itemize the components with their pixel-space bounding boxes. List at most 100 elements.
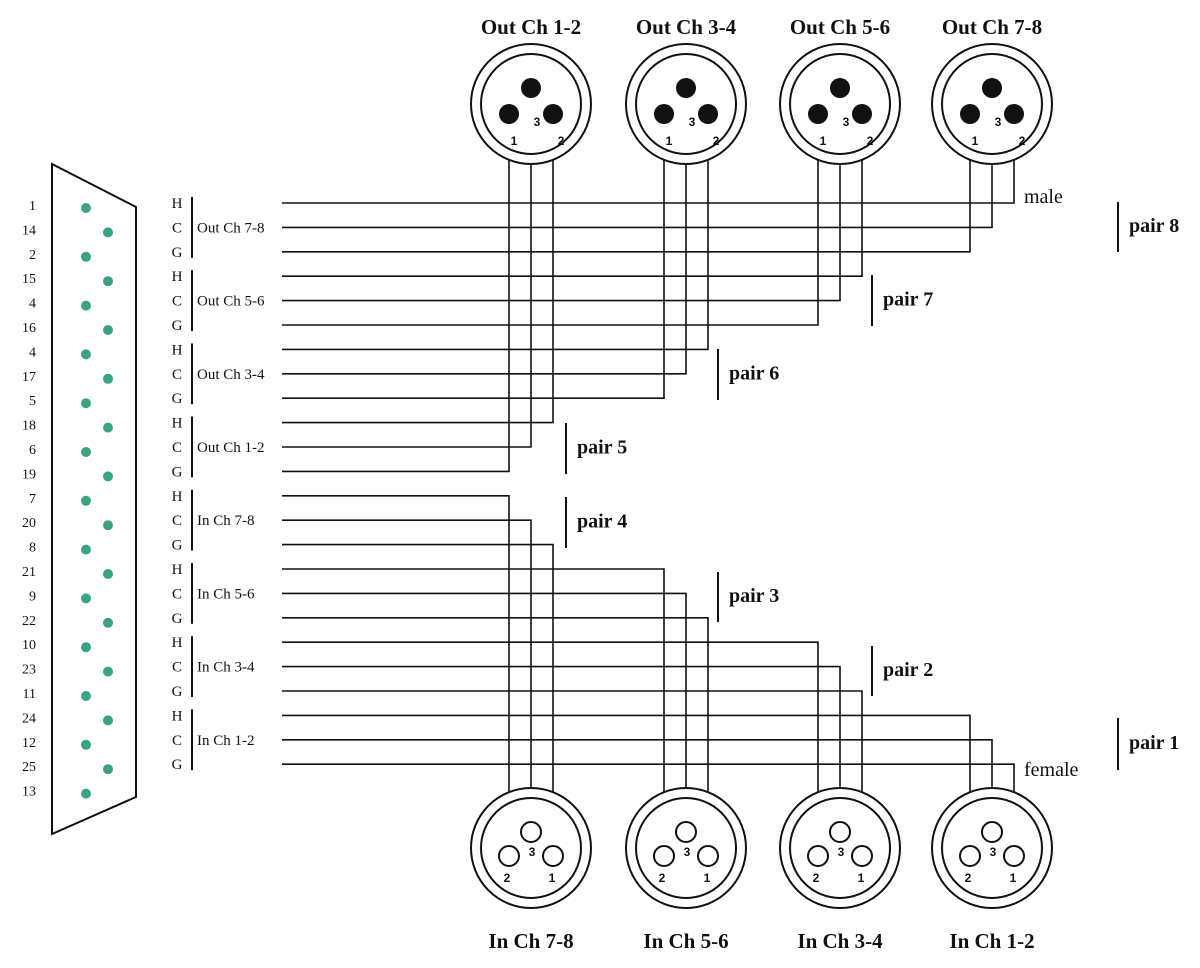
connector-title: In Ch 7-8 xyxy=(488,929,573,953)
db25-pin-number: 13 xyxy=(22,785,36,800)
wire-path xyxy=(282,568,665,856)
wire-letter: H xyxy=(172,416,183,432)
wire-letter: C xyxy=(172,660,182,676)
db25-pin-number: 15 xyxy=(22,272,36,287)
pin-1 xyxy=(808,104,828,124)
db25-pin-dot xyxy=(81,642,91,653)
wire-letter: H xyxy=(172,708,183,724)
connector-inner-ring xyxy=(480,797,582,899)
connector-inner-ring xyxy=(635,797,737,899)
db25-pin-dot xyxy=(81,447,91,457)
socket-1 xyxy=(1003,845,1025,867)
db25-pin-number: 20 xyxy=(22,516,36,531)
pin-1 xyxy=(960,104,980,124)
wire-letter: G xyxy=(172,318,183,334)
connector-inner-ring xyxy=(789,797,891,899)
pin-number-3: 3 xyxy=(995,115,1002,129)
pin-3 xyxy=(676,78,696,98)
db25-pin-dot xyxy=(81,495,91,506)
pin-number-2: 2 xyxy=(558,134,565,148)
wire-letter: C xyxy=(172,220,182,236)
pin-number-2: 2 xyxy=(1019,134,1026,148)
db25-pin-number: 24 xyxy=(22,711,36,726)
group-label: In Ch 3-4 xyxy=(197,660,255,676)
connector-title: Out Ch 5-6 xyxy=(790,15,890,39)
connector-title: Out Ch 7-8 xyxy=(942,15,1042,39)
wire-path xyxy=(282,114,554,424)
db25-pin-number: 2 xyxy=(29,248,36,263)
pair-label: pair 2 xyxy=(883,659,933,681)
socket-1 xyxy=(697,845,719,867)
pair-label: pair 8 xyxy=(1129,215,1179,237)
db25-connector-shell xyxy=(51,162,137,836)
db25-pin-number: 19 xyxy=(22,467,36,482)
wire-path xyxy=(282,617,709,856)
wire-letter: G xyxy=(172,538,183,554)
pin-number-3: 3 xyxy=(684,845,691,859)
db25-pin-dot xyxy=(81,593,91,604)
wire-letter: G xyxy=(172,391,183,407)
pin-number-2: 2 xyxy=(965,871,972,885)
db25-pin-number: 9 xyxy=(29,589,36,604)
db25-pin-dot xyxy=(81,788,91,799)
pin-2 xyxy=(852,104,872,124)
wire-path xyxy=(282,543,554,856)
wire-letter: C xyxy=(172,367,182,383)
pin-number-1: 1 xyxy=(972,134,979,148)
socket-2 xyxy=(959,845,981,867)
wire-path xyxy=(282,495,510,856)
db25-pin-dot xyxy=(103,715,113,726)
pin-1 xyxy=(654,104,674,124)
wire-letter: C xyxy=(172,513,182,529)
wire-letter: H xyxy=(172,562,183,578)
db25-pins: 1142154164175186197208219221023112412251… xyxy=(22,199,113,800)
pin-1 xyxy=(499,104,519,124)
db25-pin-number: 25 xyxy=(22,760,36,775)
male-label: male xyxy=(1024,186,1063,208)
pin-number-1: 1 xyxy=(1010,871,1017,885)
db25-pin-dot xyxy=(103,471,113,482)
db25-pin-dot xyxy=(81,398,91,409)
wire-path xyxy=(282,114,510,473)
socket-3 xyxy=(829,821,851,843)
wire-letter: C xyxy=(172,586,182,602)
pin-number-3: 3 xyxy=(529,845,536,859)
group-label: Out Ch 5-6 xyxy=(197,294,265,310)
db25-pin-dot xyxy=(103,276,113,287)
db25-pin-number: 4 xyxy=(29,297,36,312)
pair-label: pair 7 xyxy=(883,289,933,311)
connector-inner-ring xyxy=(480,53,582,155)
wire-letter: H xyxy=(172,269,183,285)
db25-pin-number: 10 xyxy=(22,638,36,653)
pin-number-2: 2 xyxy=(504,871,511,885)
db25-pin-number: 17 xyxy=(22,370,36,385)
pin-number-1: 1 xyxy=(704,871,711,885)
connector-title: In Ch 3-4 xyxy=(797,929,883,953)
db25-pin-dot xyxy=(81,691,91,701)
pin-number-2: 2 xyxy=(813,871,820,885)
db25-pin-number: 5 xyxy=(29,394,36,409)
pin-number-3: 3 xyxy=(534,115,541,129)
pair-label: pair 5 xyxy=(577,437,627,459)
db25-pin-dot xyxy=(103,666,113,677)
pair-label: pair 6 xyxy=(729,363,779,385)
pin-2 xyxy=(1004,104,1024,124)
pin-3 xyxy=(521,78,541,98)
db25-pin-number: 16 xyxy=(22,321,36,336)
db25-pin-dot xyxy=(81,300,91,311)
connector-title: In Ch 1-2 xyxy=(949,929,1034,953)
pin-number-3: 3 xyxy=(843,115,850,129)
db25-pin-dot xyxy=(103,520,113,531)
db25-pin-dot xyxy=(81,739,91,750)
connector-title: In Ch 5-6 xyxy=(643,929,728,953)
pair-label: pair 4 xyxy=(577,511,627,533)
socket-2 xyxy=(653,845,675,867)
pair-label: pair 3 xyxy=(729,585,779,607)
pair-labels: pair 8 pair 7 pair 6 pair 5 pair 4 pair 3 pair… xyxy=(565,202,1179,770)
